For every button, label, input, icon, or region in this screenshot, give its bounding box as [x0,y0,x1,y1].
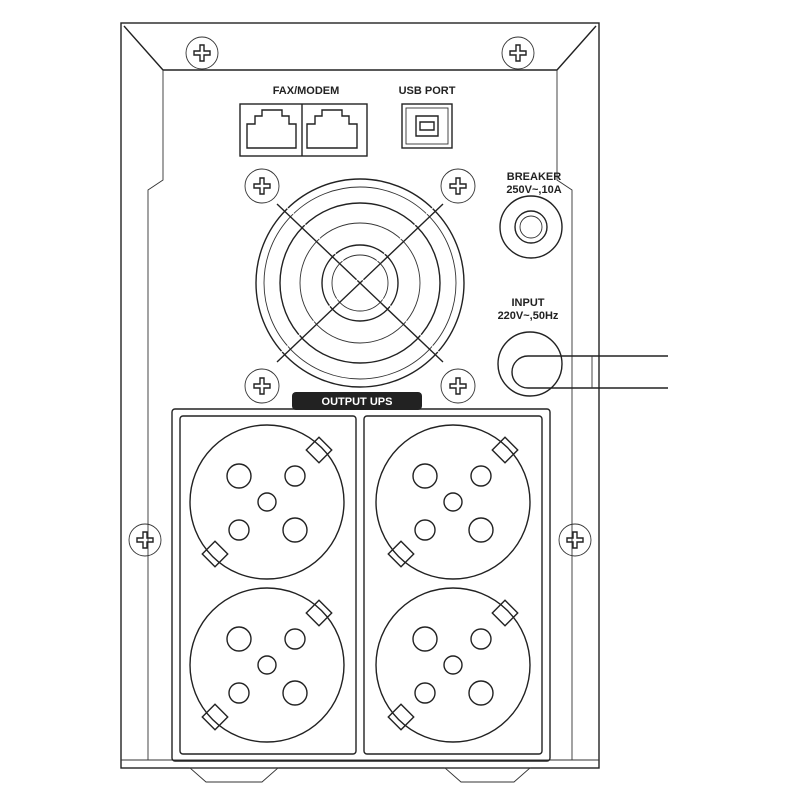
socket-pin-hole [414,519,436,541]
fax-modem-ports[interactable] [239,103,368,157]
fax-modem-label: FAX/MODEM [273,85,340,97]
socket-pin-hole [470,628,492,650]
socket-pin-hole [257,655,277,675]
socket-pin-hole [470,465,492,487]
earth-clip [387,540,415,568]
screw-icon [244,168,280,204]
rj11-port-2 [306,109,358,149]
ups-body [120,22,600,783]
socket-pin-hole [284,628,306,650]
foot-left [188,767,280,783]
foot-right [443,767,532,783]
earth-clip [387,703,415,731]
socket-pin-hole [226,463,252,489]
earth-clip [201,703,229,731]
socket-pin-hole [257,492,277,512]
socket-pin-hole [443,655,463,675]
screw-icon [440,168,476,204]
output-socket-top-right[interactable] [375,424,531,580]
socket-pin-hole [282,517,308,543]
socket-pin-hole [468,680,494,706]
socket-pin-hole [443,492,463,512]
socket-pin-hole [414,682,436,704]
cooling-fan-grille [255,178,465,388]
input-rating: 220V~,50Hz [498,310,559,322]
breaker-rating: 250V~,10A [506,184,561,196]
usb-port[interactable] [401,103,453,149]
screw-icon [244,368,280,404]
socket-pin-hole [412,626,438,652]
screw-icon [128,523,162,557]
socket-pin-hole [282,680,308,706]
output-socket-bottom-left[interactable] [189,587,345,743]
breaker-label: BREAKER [507,171,561,183]
circuit-breaker-button[interactable] [499,195,563,259]
socket-pin-hole [468,517,494,543]
earth-clip [305,436,333,464]
screw-icon [440,368,476,404]
earth-clip [201,540,229,568]
earth-clip [491,436,519,464]
rj11-port-1 [246,109,297,149]
output-socket-bottom-right[interactable] [375,587,531,743]
socket-pin-hole [226,626,252,652]
output-panel: OUTPUT UPS [171,392,551,762]
earth-clip [491,599,519,627]
screw-icon [501,36,535,70]
screw-icon [558,523,592,557]
output-socket-top-left[interactable] [189,424,345,580]
power-input-cord [497,331,668,397]
socket-pin-hole [412,463,438,489]
earth-clip [305,599,333,627]
input-label: INPUT [512,297,545,309]
screw-icon [185,36,219,70]
socket-pin-hole [284,465,306,487]
output-ups-label: OUTPUT UPS [322,396,393,408]
usb-port-label: USB PORT [399,85,456,97]
socket-pin-hole [228,519,250,541]
socket-pin-hole [228,682,250,704]
